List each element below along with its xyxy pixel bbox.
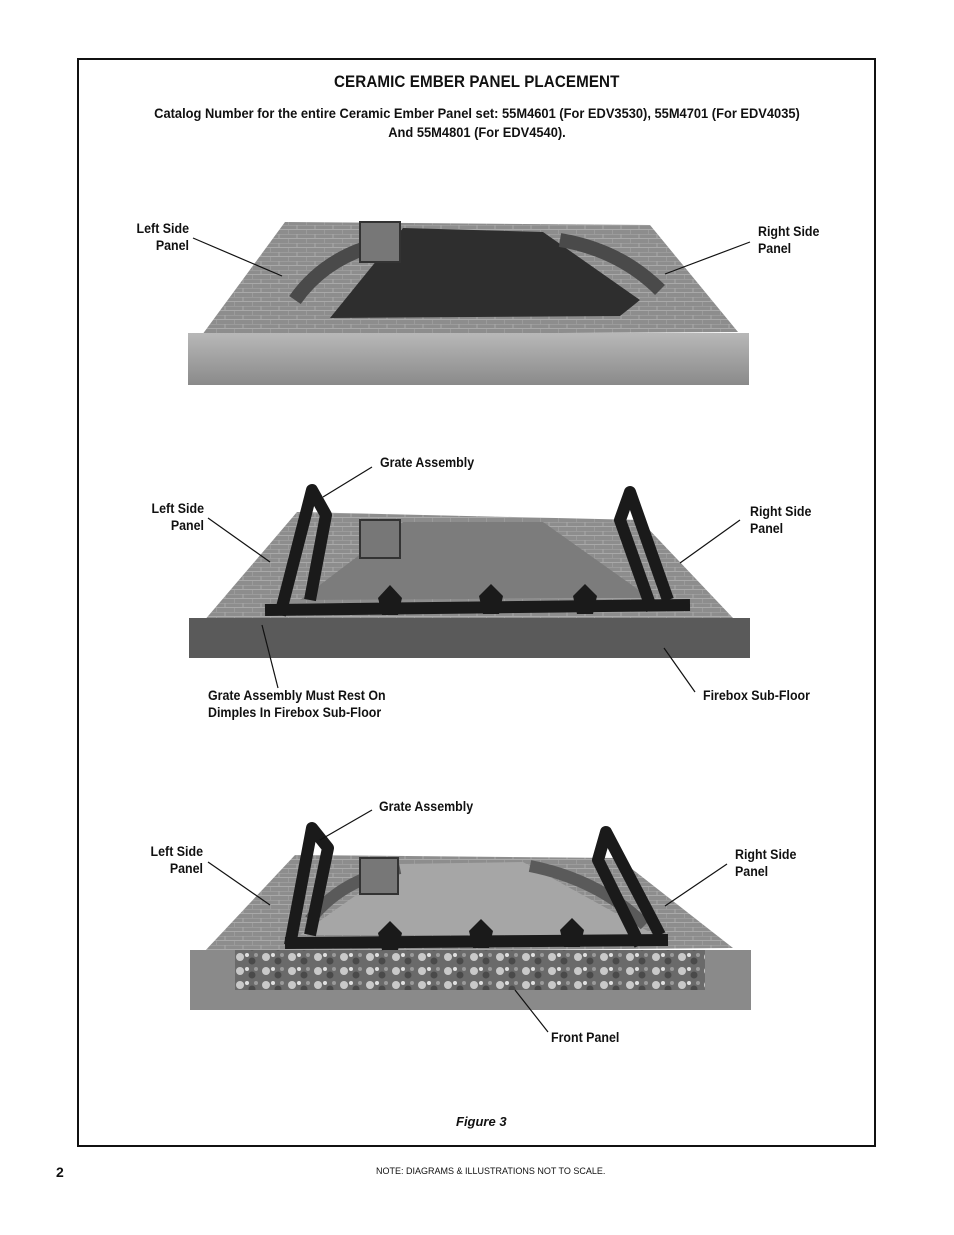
figure-1-illustration (188, 221, 749, 385)
fig2-left-side-panel-label: Left Side Panel (151, 501, 204, 533)
page-title: CERAMIC EMBER PANEL PLACEMENT (334, 73, 620, 91)
fig2-right-side-panel-label: Right Side Panel (750, 504, 812, 536)
fig3-left-side-panel-label: Left Side Panel (150, 844, 203, 876)
page-number: 2 (56, 1164, 64, 1180)
fig3-grate-assembly-label: Grate Assembly (379, 799, 474, 814)
fig2-grate-assembly-label: Grate Assembly (380, 455, 475, 470)
figure-3-illustration (190, 822, 751, 1010)
figure-caption: Figure 3 (456, 1114, 507, 1129)
catalog-line-1: Catalog Number for the entire Ceramic Em… (154, 105, 800, 121)
fig2-firebox-sub-floor-label: Firebox Sub-Floor (703, 688, 810, 703)
fig1-right-side-panel-label: Right Side Panel (758, 224, 820, 256)
catalog-line-2: And 55M4801 (For EDV4540). (388, 124, 566, 140)
fig3-right-side-panel-label: Right Side Panel (735, 847, 797, 879)
scale-note: NOTE: DIAGRAMS & ILLUSTRATIONS NOT TO SC… (376, 1166, 606, 1176)
fig1-left-side-panel-label: Left Side Panel (136, 221, 189, 253)
figure-2-illustration (189, 484, 750, 658)
catalog-number-text: Catalog Number for the entire Ceramic Em… (130, 104, 824, 142)
figure-frame (77, 58, 876, 1147)
fig3-front-panel-label: Front Panel (551, 1030, 620, 1045)
fig2-dimples-note-label: Grate Assembly Must Rest On Dimples In F… (208, 688, 386, 720)
leader-lines (192, 237, 751, 1033)
